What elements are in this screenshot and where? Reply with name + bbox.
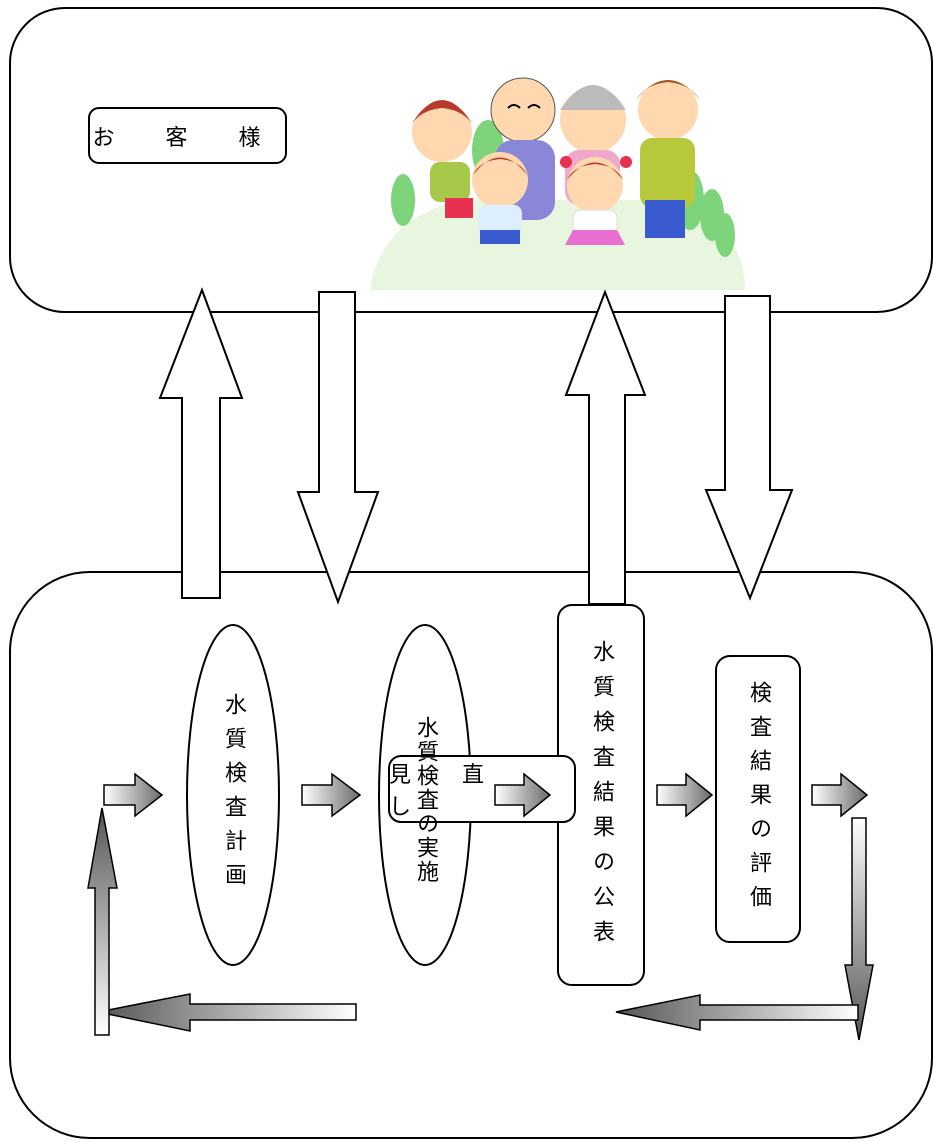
execution-label: 水質検査の実施 — [413, 716, 438, 884]
publication-label: 水質検査結果の公表 — [589, 639, 614, 955]
customer-label: お 客 様 — [92, 125, 283, 151]
arrow-down-2 — [704, 295, 794, 601]
flow-arrow-4 — [656, 772, 714, 818]
flow-arrow-1 — [103, 772, 164, 818]
plan-label: 水質検査計画 — [221, 693, 246, 897]
plan-ellipse — [186, 624, 280, 966]
flow-arrow-5 — [811, 772, 869, 818]
flow-arrow-3 — [494, 772, 552, 818]
customer-label-box — [88, 107, 287, 164]
evaluation-box — [715, 655, 801, 943]
review-label: 見 直 し — [389, 763, 506, 820]
flow-arrow-left-2 — [97, 993, 357, 1032]
arrow-down-1 — [296, 291, 380, 605]
arrow-up-1 — [158, 287, 244, 599]
flow-arrow-down — [844, 817, 874, 1041]
flow-arrow-left-1 — [615, 994, 859, 1031]
arrow-up-2 — [564, 289, 647, 605]
family-group-icon — [370, 77, 745, 290]
flow-arrow-up — [87, 807, 118, 1036]
flow-arrow-2 — [301, 772, 362, 818]
evaluation-label: 検査結果の評価 — [746, 681, 771, 919]
